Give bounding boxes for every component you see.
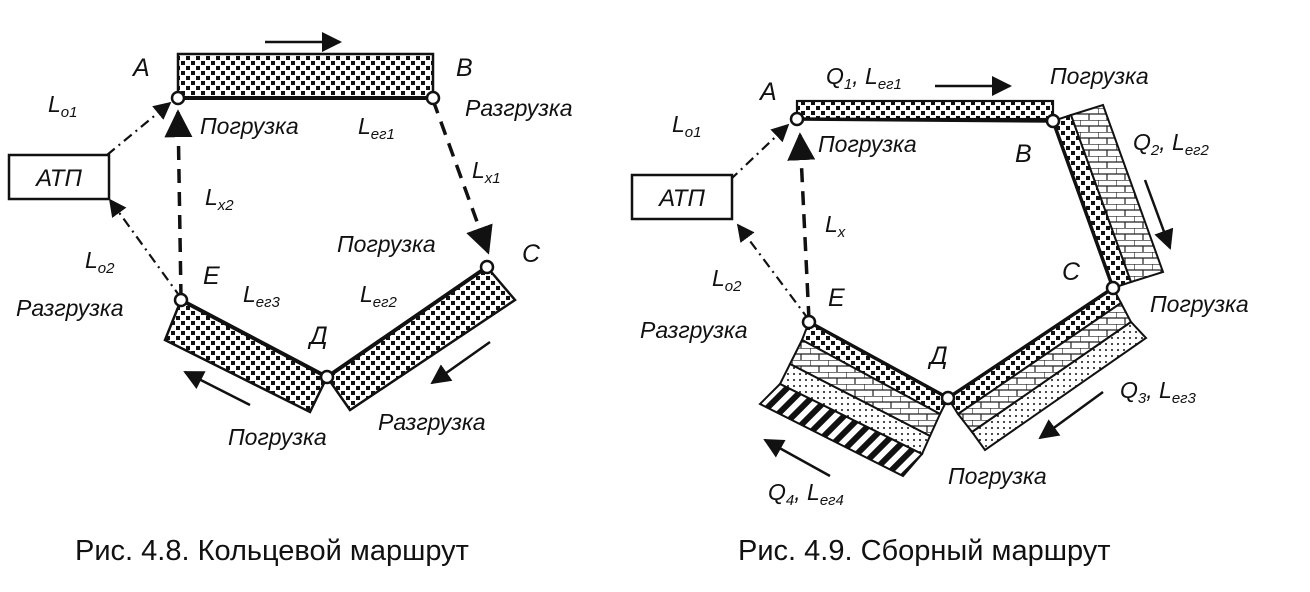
atp-box xyxy=(7,153,111,201)
node-a xyxy=(789,111,805,127)
op-load-a: Погрузка xyxy=(818,131,917,157)
label-lo1: Lo1 xyxy=(672,111,701,141)
point-d: Д xyxy=(927,342,948,370)
node-d xyxy=(319,369,335,385)
band-c-d xyxy=(325,265,517,412)
point-c: C xyxy=(522,240,541,268)
empty-run-b-c xyxy=(431,99,493,255)
op-unload-e: Разгрузка xyxy=(16,295,124,321)
node-e xyxy=(173,292,189,308)
node-c xyxy=(479,259,495,275)
band-b-c-q2 xyxy=(1069,103,1165,284)
point-a: A xyxy=(131,54,150,82)
op-load-c: Погрузка xyxy=(1150,291,1249,317)
point-e: E xyxy=(203,262,220,290)
figure-ring-route: АТП A B C Д E Lo1 Lo2 Lx1 Lx2 Lег1 Lег2 … xyxy=(7,32,573,567)
point-e: E xyxy=(828,284,845,312)
zero-run-e-atp xyxy=(736,223,810,321)
figure-collecting-route: АТП A B C Д E Lo1 Lo2 Lx Q1, Lег1 Q2, Lе… xyxy=(630,63,1249,567)
label-q1: Q1, Lег1 xyxy=(826,63,902,93)
atp-label: АТП xyxy=(34,165,82,192)
node-a xyxy=(170,90,186,106)
label-lx: Lx xyxy=(825,211,846,241)
label-leg2: Lег2 xyxy=(360,281,398,311)
label-leg1: Lег1 xyxy=(358,113,395,143)
op-unload-b: Разгрузка xyxy=(465,95,573,121)
band-a-b xyxy=(176,52,435,100)
op-load-b: Погрузка xyxy=(1050,63,1149,89)
direction-arrow-c-d xyxy=(1038,390,1104,440)
point-c: C xyxy=(1062,258,1081,286)
op-load-d: Погрузка xyxy=(228,424,327,450)
direction-arrow-b-c xyxy=(1143,179,1174,250)
band-e-d xyxy=(163,298,329,414)
label-lo2: Lo2 xyxy=(712,265,742,295)
node-d xyxy=(940,390,956,406)
caption-fig-4-8: Рис. 4.8. Кольцевой маршрут xyxy=(75,535,469,567)
direction-arrow-d-e xyxy=(183,370,251,407)
node-e xyxy=(801,314,817,330)
label-q2: Q2, Lег2 xyxy=(1133,129,1210,159)
atp-label: АТП xyxy=(657,185,705,212)
atp-box xyxy=(630,173,734,221)
op-load-c: Погрузка xyxy=(337,231,436,257)
zero-run-atp-a xyxy=(729,123,790,181)
label-lo2: Lo2 xyxy=(85,247,115,277)
zero-run-atp-a xyxy=(106,101,172,156)
op-load-a: Погрузка xyxy=(200,113,299,139)
point-b: B xyxy=(456,54,473,82)
label-q4: Q4, Lег4 xyxy=(768,479,844,509)
empty-run-e-a xyxy=(164,109,193,299)
point-b: B xyxy=(1015,140,1032,168)
direction-arrow-c-d xyxy=(430,340,491,385)
label-lo1: Lo1 xyxy=(48,91,77,121)
zero-run-e-atp xyxy=(108,198,182,299)
op-unload-d: Разгрузка xyxy=(378,409,486,435)
label-lx2: Lx2 xyxy=(205,184,234,214)
op-load-d: Погрузка xyxy=(948,463,1047,489)
empty-run-e-a xyxy=(787,132,816,321)
point-d: Д xyxy=(307,322,328,350)
band-d-e-q4 xyxy=(758,382,924,478)
label-q3: Q3, Lег3 xyxy=(1120,377,1197,407)
node-c xyxy=(1105,280,1121,296)
node-b xyxy=(1045,113,1061,129)
band-c-d-q3 xyxy=(970,320,1148,452)
point-a: A xyxy=(758,78,777,106)
node-b xyxy=(425,90,441,106)
caption-fig-4-9: Рис. 4.9. Сборный маршрут xyxy=(738,535,1111,567)
label-lx1: Lx1 xyxy=(472,157,501,187)
band-q1 xyxy=(795,99,1055,121)
direction-arrow-d-e xyxy=(763,438,831,478)
label-leg3: Lег3 xyxy=(243,281,281,311)
op-unload-e: Разгрузка xyxy=(640,317,748,343)
